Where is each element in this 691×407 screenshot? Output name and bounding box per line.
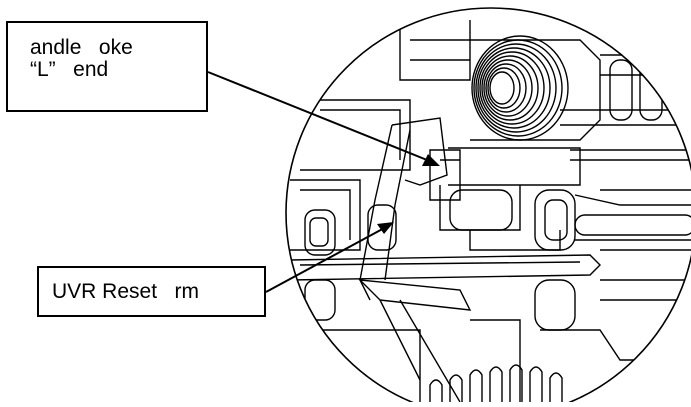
callout-handle-yoke-line1: andle oke [30,36,133,59]
arrowhead-uvr-reset [377,222,394,234]
leader-line-handle-yoke [207,71,433,163]
leader-line-uvr-reset [265,225,389,293]
callout-handle-yoke: andle oke “L” end [6,21,208,112]
mechanism-detail [289,20,691,403]
uvr-reset-arm [358,124,472,311]
handle-yoke [391,117,581,251]
callout-uvr-reset-arm-label: UVR Reset rm [52,280,200,303]
arrowhead-handle-yoke [422,154,440,166]
callout-uvr-reset-arm: UVR Reset rm [37,266,266,317]
spring [470,35,601,141]
detail-circle [285,7,691,407]
callout-handle-yoke-line2: “L” end [30,58,109,81]
